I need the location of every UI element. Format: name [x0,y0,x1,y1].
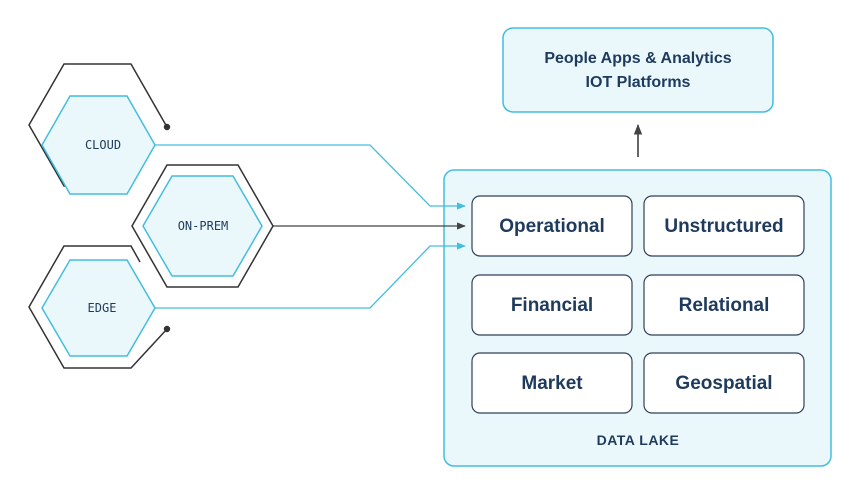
category-label: Relational [679,295,770,316]
category-card-geospatial: Geospatial [643,352,805,414]
category-label: Market [521,373,583,394]
cloud-hexagon: CLOUD [28,63,171,195]
category-card-market: Market [471,352,633,414]
on-prem-hexagon: ON-PREM [131,164,274,288]
category-card-operational: Operational [471,195,633,257]
category-label: Operational [499,216,605,237]
category-card-unstructured: Unstructured [643,195,805,257]
category-label: Unstructured [664,216,783,237]
people-apps-box: People Apps & Analytics IOT Platforms [502,27,774,113]
category-card-relational: Relational [643,274,805,336]
category-card-financial: Financial [471,274,633,336]
iot-platforms-label: IOT Platforms [586,74,691,91]
edge-label: EDGE [88,301,117,315]
on-prem-hex-inner [142,175,263,277]
edge-hex-outline [28,245,168,369]
category-label: Financial [511,295,593,316]
edge-hex-endpoint [163,325,171,333]
edge-hexagon: EDGE [28,245,171,369]
on-prem-label: ON-PREM [178,219,229,233]
edge-hex-inner [41,259,156,357]
category-label: Geospatial [675,373,772,394]
cloud-hex-inner [41,95,156,195]
people-apps-label: People Apps & Analytics [544,50,731,67]
cloud-label: CLOUD [85,138,121,152]
cloud-connector-arrow [155,144,466,210]
cloud-hex-endpoint [163,123,171,131]
data-lake-label: DATA LAKE [597,432,680,448]
edge-connector-arrow [155,242,466,309]
